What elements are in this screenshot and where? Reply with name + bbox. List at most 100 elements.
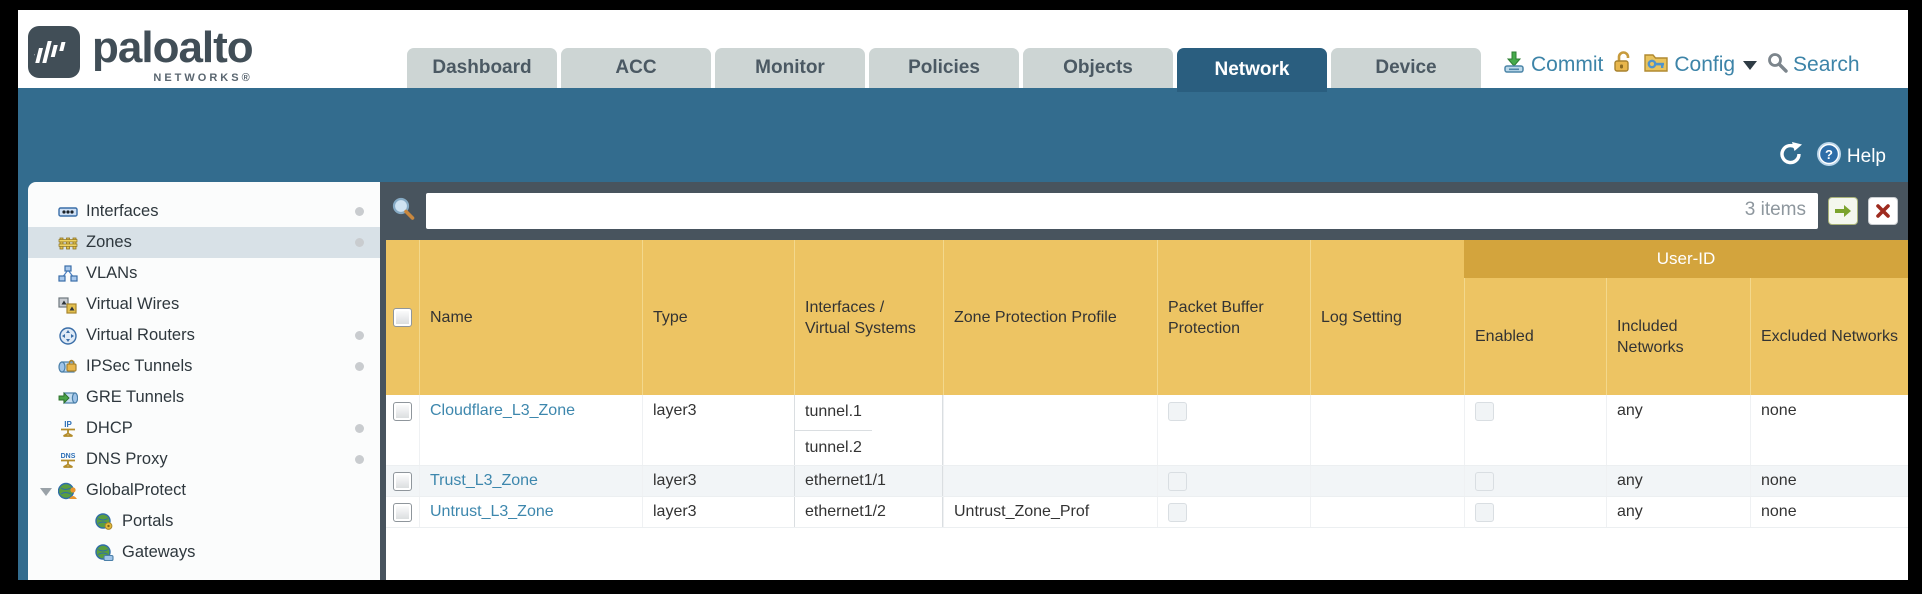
column-header-log-setting[interactable]: Log Setting xyxy=(1310,240,1464,395)
sidebar-item-vlans[interactable]: VLANs xyxy=(28,258,380,289)
sidebar-item-gre-tunnels[interactable]: GRE Tunnels xyxy=(28,382,380,413)
help-icon: ? xyxy=(1816,141,1842,173)
table-row: Untrust_L3_Zone layer3 ethernet1/2 Untru… xyxy=(386,497,1908,528)
status-dot xyxy=(355,331,364,340)
log-setting-cell xyxy=(1310,497,1464,527)
sidebar-item-label: IPSec Tunnels xyxy=(86,357,193,375)
config-menu[interactable]: Config xyxy=(1643,50,1758,80)
help-label: Help xyxy=(1846,145,1886,167)
app-header: paloalto NETWORKS® Dashboard ACC Monitor… xyxy=(18,10,1908,92)
column-header-included-networks[interactable]: Included Networks xyxy=(1606,278,1750,395)
user-id-enabled-checkbox[interactable] xyxy=(1475,502,1494,522)
commit-label: Commit xyxy=(1531,53,1604,76)
tab-device[interactable]: Device xyxy=(1331,48,1481,88)
user-id-enabled-checkbox[interactable] xyxy=(1475,471,1494,491)
apply-filter-button[interactable] xyxy=(1828,197,1858,225)
paloalto-logo-icon xyxy=(28,26,80,78)
column-header-packet-buffer-protection[interactable]: Packet Buffer Protection xyxy=(1157,240,1310,395)
zones-panel: 3 items Name Type xyxy=(386,182,1908,580)
column-header-excluded-networks[interactable]: Excluded Networks xyxy=(1750,278,1908,395)
table-empty-area xyxy=(386,528,1908,580)
gre-tunnels-icon xyxy=(58,389,78,407)
row-checkbox[interactable] xyxy=(393,471,412,491)
tab-policies[interactable]: Policies xyxy=(869,48,1019,88)
dhcp-icon: IP xyxy=(58,420,78,438)
portals-icon xyxy=(94,512,114,531)
interfaces-cell: tunnel.1 tunnel.2 xyxy=(794,395,943,465)
tab-monitor[interactable]: Monitor xyxy=(715,48,865,88)
gateways-icon xyxy=(94,543,114,562)
sidebar-item-virtual-wires[interactable]: Virtual Wires xyxy=(28,289,380,320)
sidebar-item-label: DNS Proxy xyxy=(86,450,168,468)
included-networks-cell: any xyxy=(1606,497,1750,527)
search-button[interactable]: Search xyxy=(1766,51,1860,79)
zone-protection-profile-cell xyxy=(943,395,1157,465)
row-checkbox[interactable] xyxy=(393,502,412,522)
included-networks-cell: any xyxy=(1606,466,1750,496)
sidebar-item-virtual-routers[interactable]: Virtual Routers xyxy=(28,320,380,351)
table-row: Trust_L3_Zone layer3 ethernet1/1 any non… xyxy=(386,466,1908,497)
sidebar-divider xyxy=(380,182,386,580)
virtual-routers-icon xyxy=(58,326,78,345)
packet-buffer-protection-checkbox[interactable] xyxy=(1168,471,1187,491)
zone-name-link[interactable]: Trust_L3_Zone xyxy=(430,472,538,489)
sidebar-item-interfaces[interactable]: Interfaces xyxy=(28,196,380,227)
sidebar-item-label: GRE Tunnels xyxy=(86,388,185,406)
clear-filter-button[interactable] xyxy=(1868,197,1898,225)
sidebar-item-label: Gateways xyxy=(122,543,196,561)
sidebar-item-label: Portals xyxy=(122,512,174,530)
column-header-type[interactable]: Type xyxy=(642,240,794,395)
sidebar-item-zones[interactable]: Zones xyxy=(28,227,380,258)
packet-buffer-protection-checkbox[interactable] xyxy=(1168,402,1187,421)
sidebar-item-label: Zones xyxy=(86,233,132,251)
packet-buffer-protection-checkbox[interactable] xyxy=(1168,502,1187,522)
refresh-icon[interactable] xyxy=(1777,140,1804,173)
sidebar-item-portals[interactable]: Portals xyxy=(28,506,380,537)
column-header-enabled[interactable]: Enabled xyxy=(1464,278,1606,395)
user-id-enabled-checkbox[interactable] xyxy=(1475,402,1494,421)
sidebar-item-globalprotect[interactable]: GlobalProtect xyxy=(28,475,380,506)
config-label: Config xyxy=(1674,53,1736,76)
column-group-user-id: User-ID xyxy=(1464,240,1908,278)
collapse-triangle-icon[interactable] xyxy=(39,484,53,503)
help-button[interactable]: ? Help xyxy=(1816,141,1886,173)
interfaces-cell: ethernet1/1 xyxy=(794,466,943,496)
tab-dashboard[interactable]: Dashboard xyxy=(407,48,557,88)
status-dot xyxy=(355,362,364,371)
column-header-interfaces[interactable]: Interfaces / Virtual Systems xyxy=(794,240,943,395)
globalprotect-icon xyxy=(58,482,78,500)
main-tabs: Dashboard ACC Monitor Policies Objects N… xyxy=(407,48,1481,92)
column-header-name[interactable]: Name xyxy=(419,240,642,395)
select-all-checkbox[interactable] xyxy=(393,308,412,327)
tab-acc[interactable]: ACC xyxy=(561,48,711,88)
zone-name-link[interactable]: Cloudflare_L3_Zone xyxy=(430,402,575,419)
zones-icon xyxy=(58,234,78,252)
quick-actions: Commit Config xyxy=(1502,50,1860,80)
network-sidebar: Interfaces Zones xyxy=(28,182,380,580)
sidebar-item-label: Interfaces xyxy=(86,202,159,220)
column-header-zone-protection-profile[interactable]: Zone Protection Profile xyxy=(943,240,1157,395)
filter-input[interactable] xyxy=(426,193,1818,229)
zone-name-link[interactable]: Untrust_L3_Zone xyxy=(430,503,554,520)
zone-type-cell: layer3 xyxy=(642,466,794,496)
tab-objects[interactable]: Objects xyxy=(1023,48,1173,88)
paloalto-logo: paloalto NETWORKS® xyxy=(28,26,254,84)
interfaces-icon xyxy=(58,203,78,221)
select-all-cell xyxy=(386,240,419,395)
sidebar-item-ipsec-tunnels[interactable]: IPSec Tunnels xyxy=(28,351,380,382)
sidebar-item-label: DHCP xyxy=(86,419,133,437)
search-icon xyxy=(1766,51,1788,79)
search-label: Search xyxy=(1793,53,1860,76)
interface-item: ethernet1/2 xyxy=(805,503,886,520)
sidebar-item-dhcp[interactable]: IP DHCP xyxy=(28,413,380,444)
interface-item: tunnel.1 xyxy=(795,395,872,431)
svg-text:?: ? xyxy=(1825,147,1833,162)
table-row: Cloudflare_L3_Zone layer3 tunnel.1 tunne… xyxy=(386,395,1908,466)
interface-item: tunnel.2 xyxy=(805,438,862,456)
tab-network[interactable]: Network xyxy=(1177,48,1327,92)
row-checkbox[interactable] xyxy=(393,402,412,421)
commit-button[interactable]: Commit xyxy=(1502,50,1603,80)
sidebar-item-gateways[interactable]: Gateways xyxy=(28,537,380,568)
lock-icon[interactable] xyxy=(1612,50,1634,80)
sidebar-item-dns-proxy[interactable]: DNS DNS Proxy xyxy=(28,444,380,475)
